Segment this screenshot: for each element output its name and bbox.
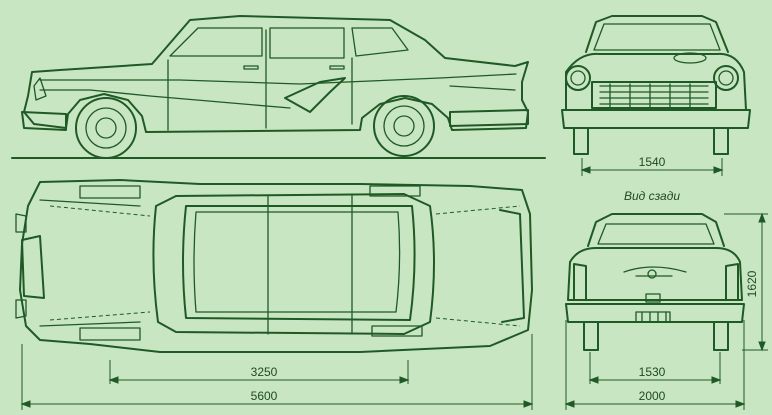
rear-view: Вид сзади 1620 1530 2000 (564, 189, 768, 410)
rear-view-caption: Вид сзади (624, 189, 680, 203)
overall-width-dimension: 2000 (639, 389, 666, 403)
front-track-dimension: 1540 (639, 155, 666, 169)
height-dimension: 1620 (745, 270, 759, 297)
top-view: 3250 5600 (15, 179, 534, 410)
overall-length-dimension: 5600 (251, 389, 278, 403)
side-view (11, 15, 546, 159)
wheelbase-dimension: 3250 (251, 365, 278, 379)
rear-track-dimension: 1530 (639, 365, 666, 379)
front-view: 1540 (561, 15, 751, 176)
